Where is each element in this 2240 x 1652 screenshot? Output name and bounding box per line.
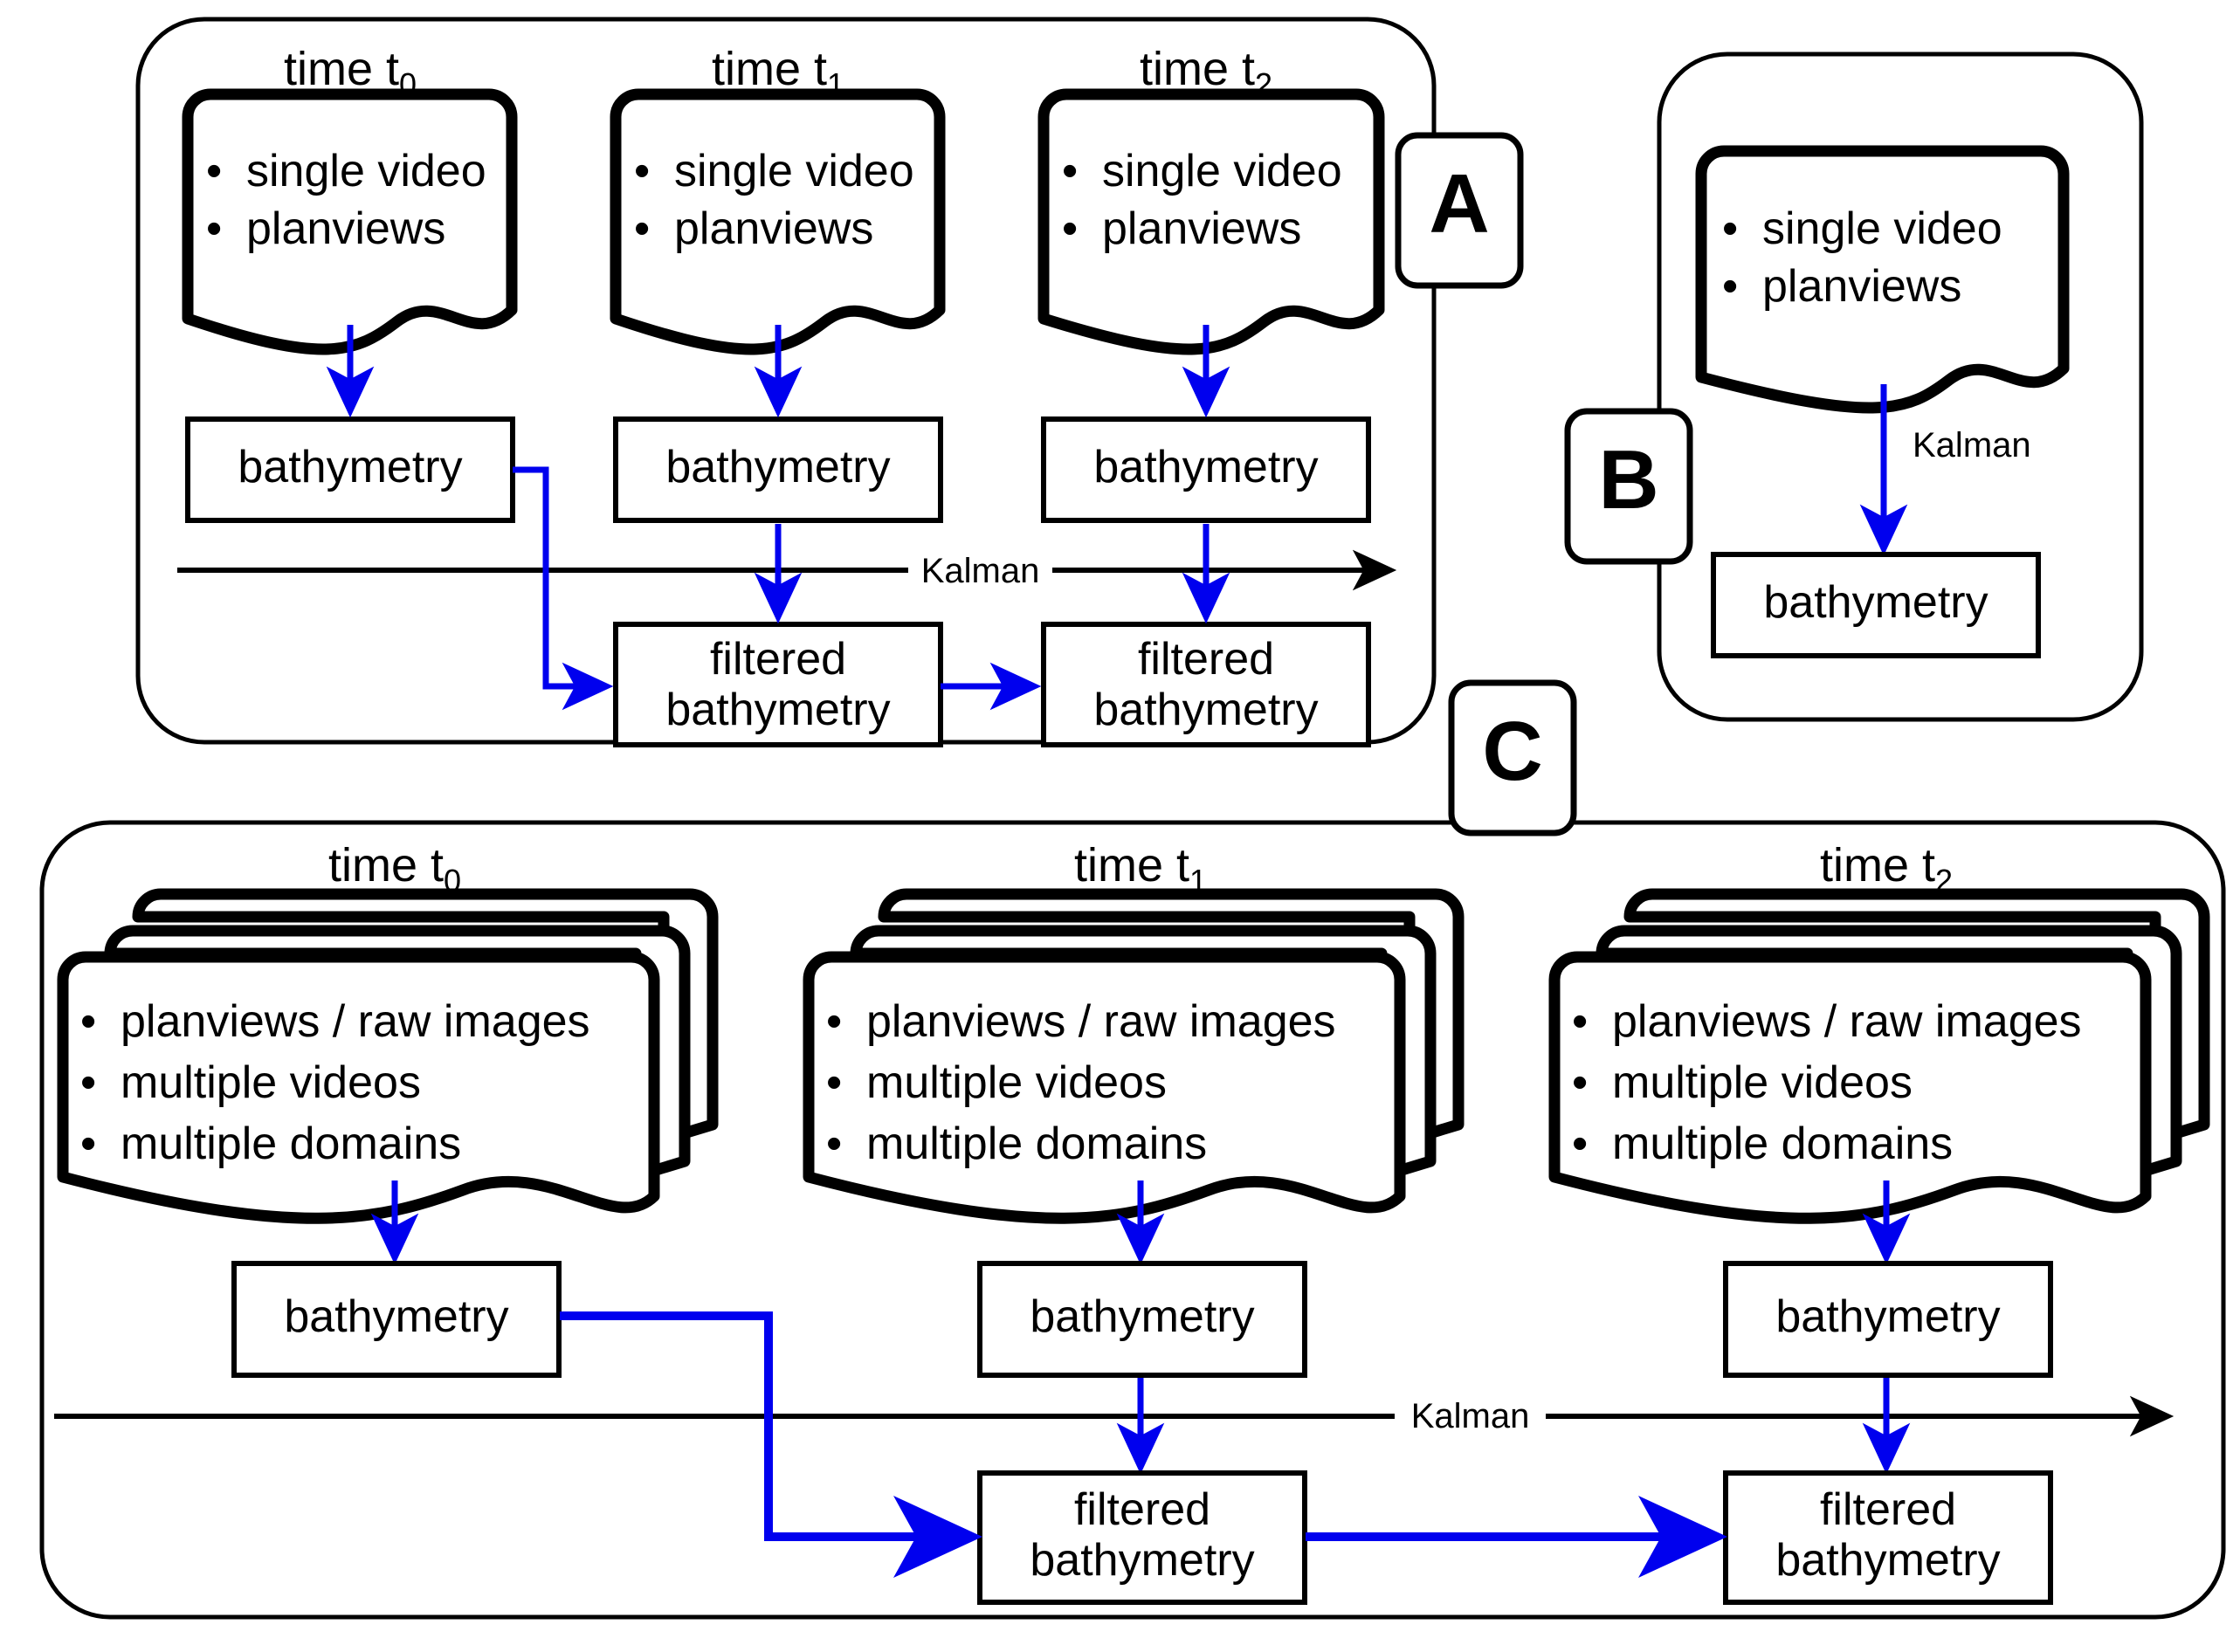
panel-a-doc-t1 xyxy=(610,88,946,355)
panel-a-filtered-label-t1: filtered bathymetry xyxy=(616,634,941,735)
bullet-item: •planviews xyxy=(634,203,874,254)
bullet-item: •single video xyxy=(1722,203,2002,254)
filtered-line-2: bathymetry xyxy=(1030,1535,1255,1587)
panel-c-bathy-box-t0 xyxy=(231,1261,562,1378)
panel-a-kalman-label: Kalman xyxy=(920,552,1040,590)
panel-b-badge-box xyxy=(1564,408,1693,565)
bullet-dot-icon: • xyxy=(1572,1057,1589,1108)
panel-c-bathy-label-t2: bathymetry xyxy=(1775,1291,2001,1342)
bullet-dot-icon: • xyxy=(634,146,651,196)
panel-c-doc-bullets-t2: •planviews / raw images •multiple videos… xyxy=(1572,999,2082,1167)
panel-c-filtered-box-t2 xyxy=(1723,1470,2053,1605)
panel-a-bathy-label-t2: bathymetry xyxy=(1093,442,1319,492)
bullet-dot-icon: • xyxy=(1062,146,1079,196)
filtered-line-2: bathymetry xyxy=(665,685,891,736)
bullet-item: •planviews xyxy=(1062,203,1302,254)
panel-c-time-label-t2: time t2 xyxy=(1819,839,1954,898)
panel-a-doc-t0 xyxy=(182,88,518,355)
panel-b-badge-label: B xyxy=(1598,433,1659,527)
filtered-line-1: filtered xyxy=(709,634,847,685)
panel-c-filtered-box-t1 xyxy=(977,1470,1307,1605)
bullet-dot-icon: • xyxy=(80,996,97,1047)
panel-c-doc-bullets-t1: •planviews / raw images •multiple videos… xyxy=(826,999,1336,1167)
panel-a-bathy-box-t1 xyxy=(613,416,943,523)
bullet-dot-icon: • xyxy=(826,996,843,1047)
panel-c-container xyxy=(39,820,2226,1620)
bullet-dot-icon: • xyxy=(1572,1119,1589,1169)
panel-a-filtered-box-t1 xyxy=(613,622,943,747)
bullet-dot-icon: • xyxy=(1572,996,1589,1047)
bullet-dot-icon: • xyxy=(1722,203,1739,254)
bullet-dot-icon: • xyxy=(206,203,223,254)
panel-a-filtered-box-t2 xyxy=(1041,622,1371,747)
bullet-item: •multiple videos xyxy=(80,1057,421,1108)
panel-c-filtered-label-t2: filtered bathymetry xyxy=(1726,1484,2050,1586)
panel-b-container xyxy=(1657,52,2144,722)
filtered-line-2: bathymetry xyxy=(1093,685,1319,736)
panel-a-doc-bullets-t2: •single video •planviews xyxy=(1062,148,1342,251)
panel-c-doc-stack-t1 xyxy=(803,888,1465,1224)
panel-b-bathy-box xyxy=(1711,552,2041,658)
panel-a-doc-bullets-t0: •single video •planviews xyxy=(206,148,486,251)
panel-c-bathy-box-t1 xyxy=(977,1261,1307,1378)
panel-a-bathy-box-t2 xyxy=(1041,416,1371,523)
bullet-item: •planviews xyxy=(206,203,446,254)
panel-c-bathy-label-t0: bathymetry xyxy=(284,1291,509,1342)
filtered-line-2: bathymetry xyxy=(1775,1535,2001,1587)
panel-b-doc-bullets: •single video •planviews xyxy=(1722,206,2002,309)
bullet-item: •multiple videos xyxy=(1572,1057,1913,1108)
bullet-item: •planviews / raw images xyxy=(826,996,1336,1047)
panel-c-bathy-label-t1: bathymetry xyxy=(1030,1291,1255,1342)
panel-a-badge-box xyxy=(1395,132,1524,289)
panel-a-time-label-t2: time t2 xyxy=(1139,43,1273,102)
filtered-line-1: filtered xyxy=(1137,634,1275,685)
panel-c-elbow-t0-to-filtered xyxy=(560,1311,982,1578)
filtered-line-1: filtered xyxy=(1073,1484,1211,1535)
panel-b-doc xyxy=(1695,145,2070,414)
panel-c-time-label-t1: time t1 xyxy=(1073,839,1208,898)
panel-b-bathy-label: bathymetry xyxy=(1763,577,1988,628)
bullet-item: •multiple domains xyxy=(80,1119,462,1169)
panel-c-kalman-label: Kalman xyxy=(1410,1397,1530,1435)
bullet-item: •single video xyxy=(1062,146,1342,196)
bullet-item: •single video xyxy=(634,146,914,196)
panel-a-doc-bullets-t1: •single video •planviews xyxy=(634,148,914,251)
bullet-dot-icon: • xyxy=(1062,203,1079,254)
bullet-item: •multiple videos xyxy=(826,1057,1167,1108)
bullet-dot-icon: • xyxy=(80,1057,97,1108)
panel-c-doc-stack-t2 xyxy=(1548,888,2210,1224)
panel-c-badge-label: C xyxy=(1482,705,1543,798)
panel-a-doc-t2 xyxy=(1037,88,1385,355)
bullet-dot-icon: • xyxy=(634,203,651,254)
bullet-dot-icon: • xyxy=(1722,261,1739,312)
bullet-dot-icon: • xyxy=(206,146,223,196)
panel-a-bathy-label-t1: bathymetry xyxy=(665,442,891,492)
panel-c-doc-stack-t0 xyxy=(57,888,719,1224)
panel-a-filtered-label-t2: filtered bathymetry xyxy=(1044,634,1368,735)
bullet-dot-icon: • xyxy=(826,1119,843,1169)
panel-c-bathy-box-t2 xyxy=(1723,1261,2053,1378)
panel-c-badge-box xyxy=(1448,679,1577,836)
bullet-item: •single video xyxy=(206,146,486,196)
panel-c-doc-bullets-t0: •planviews / raw images •multiple videos… xyxy=(80,999,590,1167)
bullet-item: •planviews / raw images xyxy=(1572,996,2082,1047)
panel-b-kalman-label: Kalman xyxy=(1913,426,2031,465)
bullet-item: •multiple domains xyxy=(1572,1119,1954,1169)
bullet-item: •multiple domains xyxy=(826,1119,1208,1169)
panel-c-filtered-label-t1: filtered bathymetry xyxy=(980,1484,1305,1586)
bullet-dot-icon: • xyxy=(826,1057,843,1108)
panel-c-time-label-t0: time t0 xyxy=(327,839,462,898)
panel-a-bathy-label-t0: bathymetry xyxy=(238,442,463,492)
filtered-line-1: filtered xyxy=(1819,1484,1957,1535)
panel-a-time-label-t0: time t0 xyxy=(283,43,417,102)
panel-a-badge-label: A xyxy=(1429,157,1490,251)
bullet-item: •planviews xyxy=(1722,261,1962,312)
panel-a-time-label-t1: time t1 xyxy=(711,43,845,102)
panel-a-elbow-t0-to-filtered xyxy=(513,466,614,711)
bullet-dot-icon: • xyxy=(80,1119,97,1169)
bullet-item: •planviews / raw images xyxy=(80,996,590,1047)
